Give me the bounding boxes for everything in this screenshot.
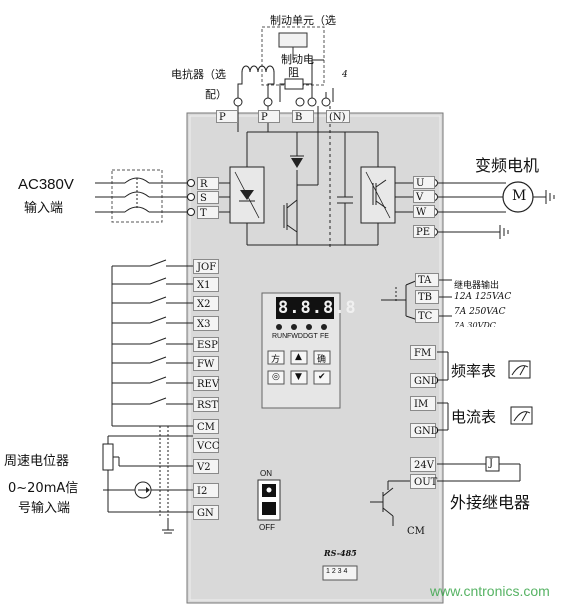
terminal-rst: RST (193, 397, 219, 412)
ext-relay-label: 外接继电器 (450, 493, 531, 512)
current-meter-label: 电流表 (451, 408, 497, 426)
indicator-fwd: FWD (287, 333, 303, 340)
terminal-n: (N) (326, 110, 350, 123)
supply-label: AC380V (18, 176, 74, 193)
terminal-out: OUT (410, 474, 437, 489)
relay-rating-2: 7A 250VAC (454, 307, 506, 317)
terminal-b: B (292, 110, 314, 123)
rs485-label: RS-485 (324, 548, 357, 558)
terminal-jof: JOF (193, 259, 219, 274)
indicator-run: RUN (272, 333, 288, 340)
relay-output-label: 继电器输出 (454, 281, 500, 291)
input-port-label: 输入端 (24, 201, 64, 216)
terminal-gnd-2: GND (410, 423, 439, 438)
terminal-x1: X1 (193, 277, 219, 292)
current-input-label-2: 号输入端 (18, 501, 71, 516)
terminal-v2: V2 (193, 459, 219, 474)
output-circuit (370, 456, 521, 526)
motor-circle (502, 181, 534, 213)
brake-diode (291, 158, 303, 168)
terminal-t: T (197, 206, 219, 219)
key-run[interactable]: ◎ (272, 372, 280, 382)
watermark: www.cntronics.com (430, 583, 550, 599)
terminal-tc: TC (415, 309, 439, 323)
terminal-tb: TB (415, 290, 439, 304)
terminal-gnd-1: GND (410, 373, 439, 388)
keypad-display: 8.8.8.8 (278, 298, 357, 318)
terminal-cm: CM (193, 419, 219, 434)
terminal-w: W (413, 205, 435, 218)
terminal-i2: I2 (193, 483, 219, 498)
analog-inputs (102, 426, 193, 534)
mark-label: 4 (342, 70, 348, 80)
terminal-fm: FM (410, 345, 436, 360)
brake-resistor (284, 78, 304, 90)
switch-on-label: ON (260, 469, 272, 478)
terminal-x2: X2 (193, 296, 219, 311)
key-down[interactable]: ▼ (295, 372, 302, 382)
indicator-fe: FE (320, 333, 329, 340)
reactor-label-2: 配） (205, 88, 227, 101)
brake-unit-module (278, 32, 308, 48)
keypad (261, 292, 341, 409)
cm-label: CM (407, 526, 425, 537)
key-stop[interactable]: ✔ (318, 372, 326, 382)
terminal-p1: P (216, 110, 238, 123)
motor-symbol: M (512, 188, 527, 204)
relay-rating-1: 12A 125VAC (454, 292, 512, 302)
terminal-u: U (413, 176, 435, 189)
potentiometer-label: 周速电位器 (4, 454, 70, 469)
indicator-dgt: DGT (303, 333, 318, 340)
relay-rating-3: 7A 30VDC (454, 321, 496, 327)
motor-title: 变频电机 (475, 156, 540, 175)
inverter-symbol (365, 171, 391, 219)
terminal-esp: ESP (193, 337, 219, 352)
reactor-label-1: 电抗器（选 (171, 68, 226, 81)
relay-coil-label: J (489, 458, 494, 469)
terminal-r: R (197, 177, 219, 190)
terminal-p2: P (258, 110, 280, 123)
terminal-rev: REV (193, 376, 219, 391)
switch-off-label: OFF (259, 523, 275, 532)
key-up[interactable]: ▲ (295, 352, 302, 362)
reactor-coil (241, 65, 275, 73)
freq-meter-label: 频率表 (451, 362, 497, 380)
terminal-v: V (413, 190, 435, 203)
terminal-vcc: VCC (193, 438, 220, 453)
dip-label: 1 2 3 4 (326, 568, 348, 575)
brake-unit-label: 制动单元（选 (270, 14, 336, 27)
terminal-pe: PE (413, 225, 435, 238)
dip-switch (322, 565, 358, 581)
terminal-24v: 24V (410, 457, 436, 472)
terminal-gn: GN (193, 505, 219, 520)
meters (437, 351, 533, 431)
terminal-ta: TA (415, 273, 439, 287)
brake-resistor-label-1: 制动电 (281, 53, 314, 66)
brake-resistor-label-2: 阻 (288, 66, 299, 79)
key-confirm[interactable]: 确 (317, 355, 327, 365)
input-switches (111, 259, 193, 427)
terminal-s: S (197, 191, 219, 204)
terminal-im: IM (410, 396, 436, 411)
terminal-x3: X3 (193, 316, 219, 331)
current-input-label-1: 0~20mA信 (8, 481, 79, 496)
key-mode[interactable]: 方 (271, 355, 281, 365)
terminal-fw: FW (193, 356, 219, 371)
breaker-box (111, 169, 163, 223)
on-off-switch (257, 479, 281, 521)
